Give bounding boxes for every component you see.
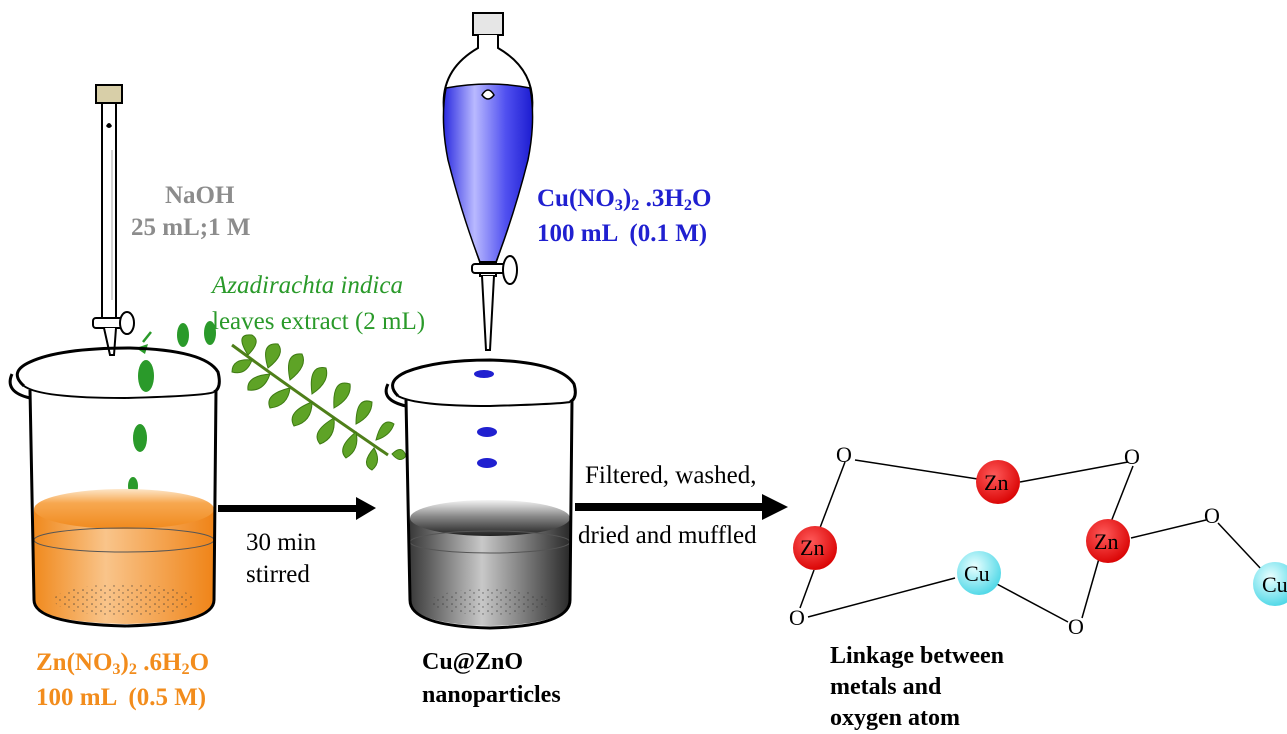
beaker-product xyxy=(384,358,577,630)
arrow-stir xyxy=(218,497,376,520)
separatory-funnel xyxy=(442,12,534,351)
linkage-bonds xyxy=(799,459,1263,623)
atom-zinc-2: Zn xyxy=(800,535,825,560)
stir-time-label: 30 min xyxy=(246,529,317,556)
zn-amount-label: 100 mL (0.5 M) xyxy=(36,684,207,711)
arrow-process xyxy=(575,494,788,520)
atom-oxygen-4: O xyxy=(789,605,805,630)
stir-action-label: stirred xyxy=(246,561,310,588)
zn-formula-label: Zn(NO3)2 .6H2O xyxy=(36,649,210,679)
copper-drops xyxy=(474,370,497,468)
process-step-label-2: dried and muffled xyxy=(578,522,757,549)
naoh-label: NaOH xyxy=(165,182,235,209)
beaker-zinc xyxy=(8,346,221,628)
atom-oxygen-1: O xyxy=(836,442,852,467)
burette xyxy=(92,84,135,356)
atom-copper-2: Cu xyxy=(1262,572,1287,597)
atom-spheres xyxy=(793,460,1287,606)
linkage-label-1: Linkage between xyxy=(830,643,1004,669)
atom-oxygen-2: O xyxy=(1124,444,1140,469)
linkage-label-2: metals and xyxy=(830,674,942,700)
process-step-label-1: Filtered, washed, xyxy=(585,462,757,489)
product-type-label: nanoparticles xyxy=(422,682,561,708)
atom-zinc-3: Zn xyxy=(1094,529,1119,554)
extract-name-label: Azadirachta indica xyxy=(212,272,403,299)
atom-oxygen-5: O xyxy=(1068,614,1084,639)
naoh-amount-label: 25 mL;1 M xyxy=(131,214,251,241)
cu-formula-label: Cu(NO3)2 .3H2O xyxy=(537,185,712,215)
atom-oxygen-3: O xyxy=(1204,503,1220,528)
product-label: Cu@ZnO xyxy=(422,649,524,675)
neem-leaf-image xyxy=(231,334,407,471)
linkage-label-3: oxygen atom xyxy=(830,705,960,731)
atom-zinc-1: Zn xyxy=(984,470,1009,495)
extract-amount-label: leaves extract (2 mL) xyxy=(212,308,426,335)
atom-copper-1: Cu xyxy=(964,561,990,586)
cu-amount-label: 100 mL (0.1 M) xyxy=(537,220,708,247)
